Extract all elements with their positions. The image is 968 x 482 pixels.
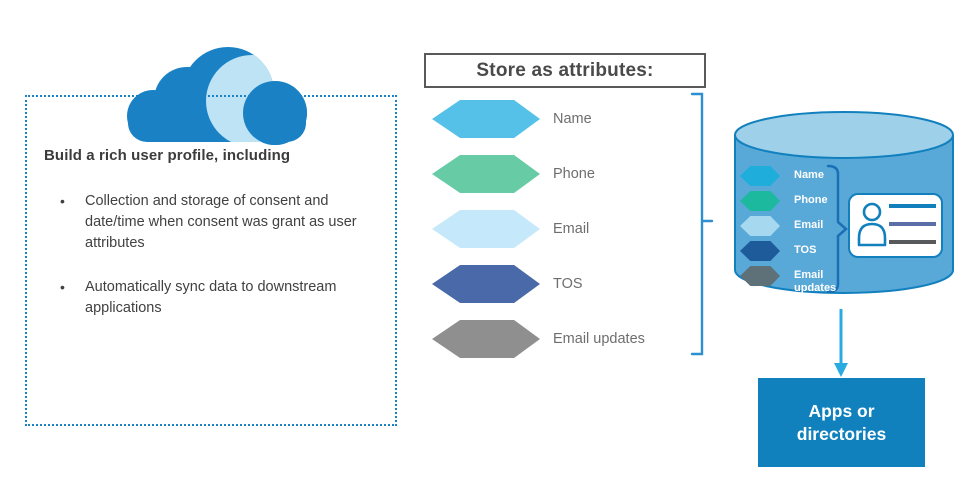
database-attribute-label: Email updates xyxy=(794,269,837,294)
database-attribute-label: Phone xyxy=(794,194,828,206)
database-attribute-row: TOS xyxy=(740,241,852,266)
database-attribute-row: Email updates xyxy=(740,266,852,294)
attribute-label: Email updates xyxy=(553,331,645,347)
attribute-row: Phone xyxy=(432,155,645,193)
attribute-label: Email xyxy=(553,221,590,237)
database-attribute-hexagon xyxy=(740,191,780,211)
card-detail-lines xyxy=(889,204,936,258)
database-attribute-hexagon xyxy=(740,166,780,186)
user-profile-card xyxy=(848,193,943,258)
database-attribute-label: TOS xyxy=(794,244,817,256)
apps-directories-label: Apps or directories xyxy=(796,400,887,444)
attribute-hexagon xyxy=(432,265,540,303)
down-arrow xyxy=(834,309,848,377)
apps-directories-box: Apps or directories xyxy=(758,378,925,467)
attributes-title: Store as attributes: xyxy=(476,59,654,81)
grouping-bracket xyxy=(690,92,714,356)
attribute-hexagon xyxy=(432,320,540,358)
person-icon xyxy=(857,202,887,247)
attributes-brace xyxy=(826,164,848,294)
attribute-label: TOS xyxy=(553,276,583,292)
database-attribute-hexagon xyxy=(740,241,780,261)
panel-bullet: Collection and storage of consent and da… xyxy=(58,191,388,254)
attribute-row: Name xyxy=(432,100,645,138)
attribute-row: TOS xyxy=(432,265,645,303)
card-detail-line xyxy=(889,240,936,244)
cloud-icon xyxy=(127,47,307,145)
panel-bullet: Automatically sync data to downstream ap… xyxy=(58,277,388,319)
database-attribute-row: Phone xyxy=(740,191,852,216)
database-attribute-label: Name xyxy=(794,169,824,181)
attribute-row: Email xyxy=(432,210,645,248)
attribute-label: Phone xyxy=(553,166,595,182)
panel-heading: Build a rich user profile, including xyxy=(44,147,291,164)
profile-panel: Build a rich user profile, including Col… xyxy=(25,95,397,426)
attribute-hexagon xyxy=(432,100,540,138)
database-attribute-label: Email xyxy=(794,219,824,231)
database-attribute-row: Email xyxy=(740,216,852,241)
panel-bullet-list: Collection and storage of consent and da… xyxy=(58,191,388,342)
database-attribute-hexagon xyxy=(740,266,780,286)
attributes-title-box: Store as attributes: xyxy=(424,53,706,88)
attribute-hexagon xyxy=(432,210,540,248)
attribute-label: Name xyxy=(553,111,592,127)
card-detail-line xyxy=(889,204,936,208)
database-attribute-hexagon xyxy=(740,216,780,236)
attribute-row: Email updates xyxy=(432,320,645,358)
attribute-hexagon xyxy=(432,155,540,193)
card-detail-line xyxy=(889,222,936,226)
database-attribute-row: Name xyxy=(740,166,852,191)
